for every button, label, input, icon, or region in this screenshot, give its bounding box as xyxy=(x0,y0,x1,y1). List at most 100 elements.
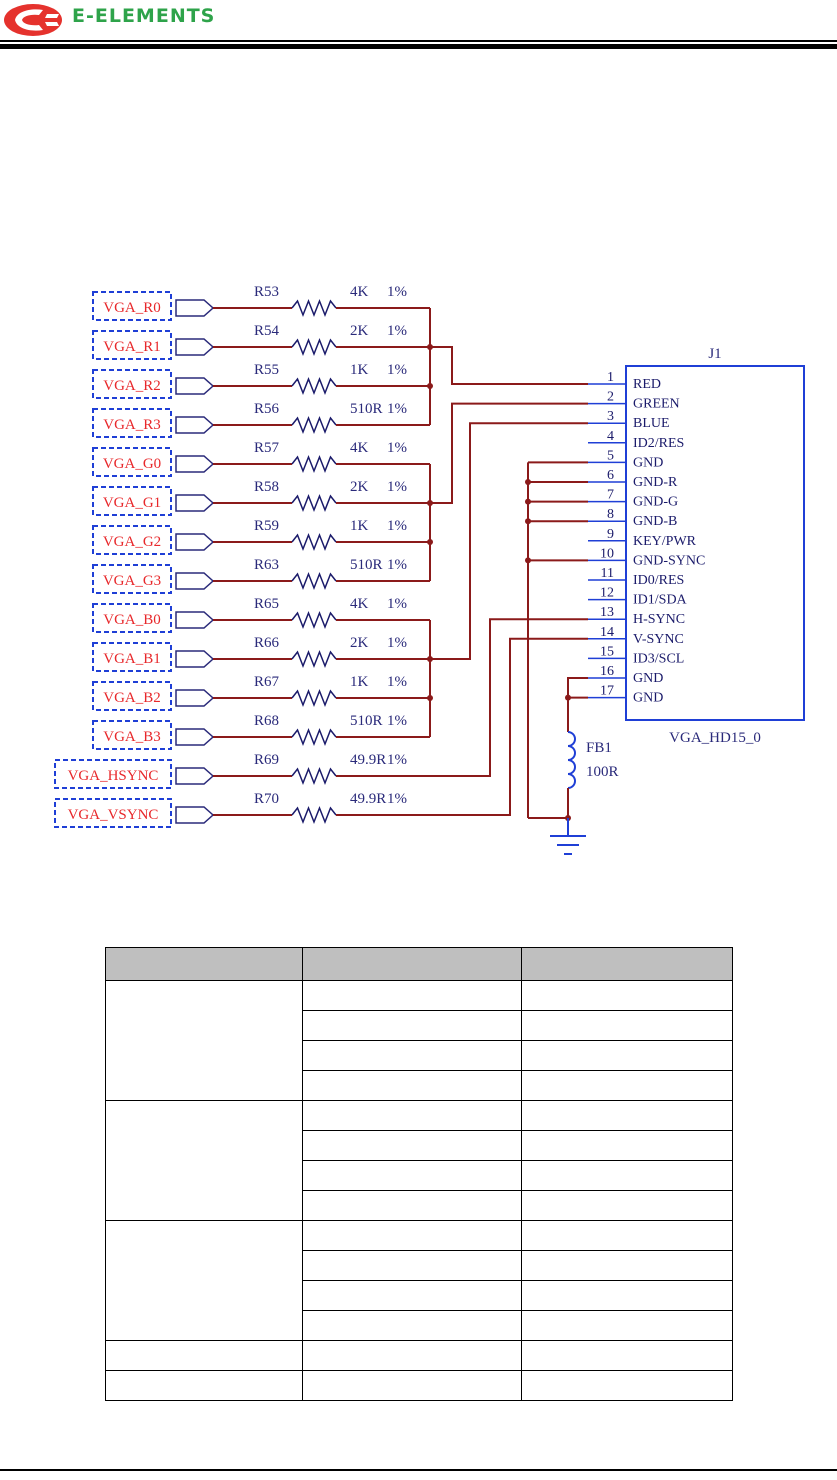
table-cell xyxy=(521,1280,733,1311)
resistor-tolerance: 1% xyxy=(387,440,407,456)
pin-number: 16 xyxy=(600,664,614,679)
page-header: E-ELEMENTS xyxy=(0,0,837,60)
resistor-tolerance: 1% xyxy=(387,479,407,495)
resistor-ref: R58 xyxy=(254,479,279,495)
table-cell xyxy=(521,1250,733,1281)
pin-name: GND-R xyxy=(633,475,678,490)
resistor-value: 4K xyxy=(350,284,369,300)
pin-name: H-SYNC xyxy=(633,612,685,627)
table-row xyxy=(106,1280,733,1311)
resistor-ref: R66 xyxy=(254,635,280,651)
port-arrow-icon xyxy=(175,338,215,356)
resistor-ref: R69 xyxy=(254,752,279,768)
net-label: VGA_G1 xyxy=(103,495,161,511)
net-label: VGA_R1 xyxy=(103,339,161,355)
table-cell xyxy=(521,1010,733,1041)
resistor-ref: R53 xyxy=(254,284,279,300)
table-cell xyxy=(302,1190,522,1221)
junction-dot xyxy=(427,539,433,545)
port-arrow-icon xyxy=(175,299,215,317)
resistor-value: 1K xyxy=(350,362,369,378)
net-label: VGA_R2 xyxy=(103,378,161,394)
pin-name: GND-G xyxy=(633,495,678,510)
port-arrow-icon xyxy=(175,572,215,590)
e-elements-logo-icon xyxy=(4,4,62,36)
net-label-box xyxy=(92,720,172,750)
table-row xyxy=(105,1100,733,1221)
table-row xyxy=(106,1070,733,1101)
junction-dot xyxy=(565,694,571,701)
resistor-tolerance: 1% xyxy=(387,557,407,573)
resistor-value: 49.9R xyxy=(350,752,386,768)
table-cell xyxy=(302,1220,522,1251)
resistor-value: 1K xyxy=(350,674,369,690)
net-label-box xyxy=(92,408,172,438)
resistor-value: 2K xyxy=(350,479,369,495)
junction-dot xyxy=(427,383,433,389)
pin-assignment-table xyxy=(105,947,733,1401)
table-row xyxy=(105,1370,733,1401)
pin-number: 3 xyxy=(607,409,614,424)
resistor-tolerance: 1% xyxy=(387,791,407,807)
resistor-value: 510R xyxy=(350,713,383,729)
footer-divider xyxy=(0,1469,837,1471)
connector-ref: J1 xyxy=(708,346,721,362)
table-cell xyxy=(521,1190,733,1221)
table-cell xyxy=(302,1280,522,1311)
resistor-ref: R55 xyxy=(254,362,279,378)
group-label-cell xyxy=(105,1100,303,1221)
blue-net-wire xyxy=(430,422,588,660)
table-cell xyxy=(521,1220,733,1251)
pin-name: GND-SYNC xyxy=(633,553,705,568)
net-label: VGA_HSYNC xyxy=(68,768,159,784)
net-label: VGA_R0 xyxy=(103,300,161,316)
table-cell xyxy=(302,1250,522,1281)
table-row xyxy=(106,1190,733,1221)
resistor-tolerance: 1% xyxy=(387,401,407,417)
port-arrow-icon xyxy=(175,650,215,668)
net-label: VGA_B1 xyxy=(103,651,161,667)
pin-name: GND xyxy=(633,671,663,686)
pin-name: ID3/SCL xyxy=(633,651,684,666)
hsync-net-wire xyxy=(336,618,588,777)
table-cell xyxy=(105,1370,303,1401)
table-row xyxy=(105,1340,733,1371)
table-cell xyxy=(521,1340,733,1371)
pin-name: GND-B xyxy=(633,514,677,529)
port-arrow-icon xyxy=(175,377,215,395)
table-cell xyxy=(302,1310,522,1341)
net-label: VGA_VSYNC xyxy=(68,807,159,823)
pin-number: 5 xyxy=(607,448,614,463)
resistor-icon xyxy=(291,493,337,513)
resistor-ref: R56 xyxy=(254,401,280,417)
resistor-icon xyxy=(291,298,337,318)
table-cell xyxy=(521,1040,733,1071)
port-arrow-icon xyxy=(175,611,215,629)
table-row xyxy=(106,1010,733,1041)
net-label-box xyxy=(54,759,172,789)
table-cell xyxy=(302,1370,522,1401)
net-label-box xyxy=(92,681,172,711)
pin-number: 14 xyxy=(600,625,614,640)
header-divider-thin xyxy=(0,40,837,42)
net-label-box xyxy=(92,486,172,516)
net-label-box xyxy=(92,564,172,594)
resistor-ref: R63 xyxy=(254,557,279,573)
resistor-ref: R57 xyxy=(254,440,280,456)
brand-name: E-ELEMENTS xyxy=(72,5,216,27)
resistor-value: 49.9R xyxy=(350,791,386,807)
table-cell xyxy=(521,1070,733,1101)
pin-number: 9 xyxy=(607,527,614,542)
net-label: VGA_G0 xyxy=(103,456,161,472)
resistor-tolerance: 1% xyxy=(387,713,407,729)
table-cell xyxy=(302,1340,522,1371)
table-cell xyxy=(521,1160,733,1191)
resistor-icon xyxy=(291,727,337,747)
net-label: VGA_G3 xyxy=(103,573,161,589)
resistor-icon xyxy=(291,610,337,630)
pin-number: 8 xyxy=(607,507,614,522)
table-row xyxy=(106,1250,733,1281)
resistor-tolerance: 1% xyxy=(387,518,407,534)
resistor-value: 2K xyxy=(350,323,369,339)
